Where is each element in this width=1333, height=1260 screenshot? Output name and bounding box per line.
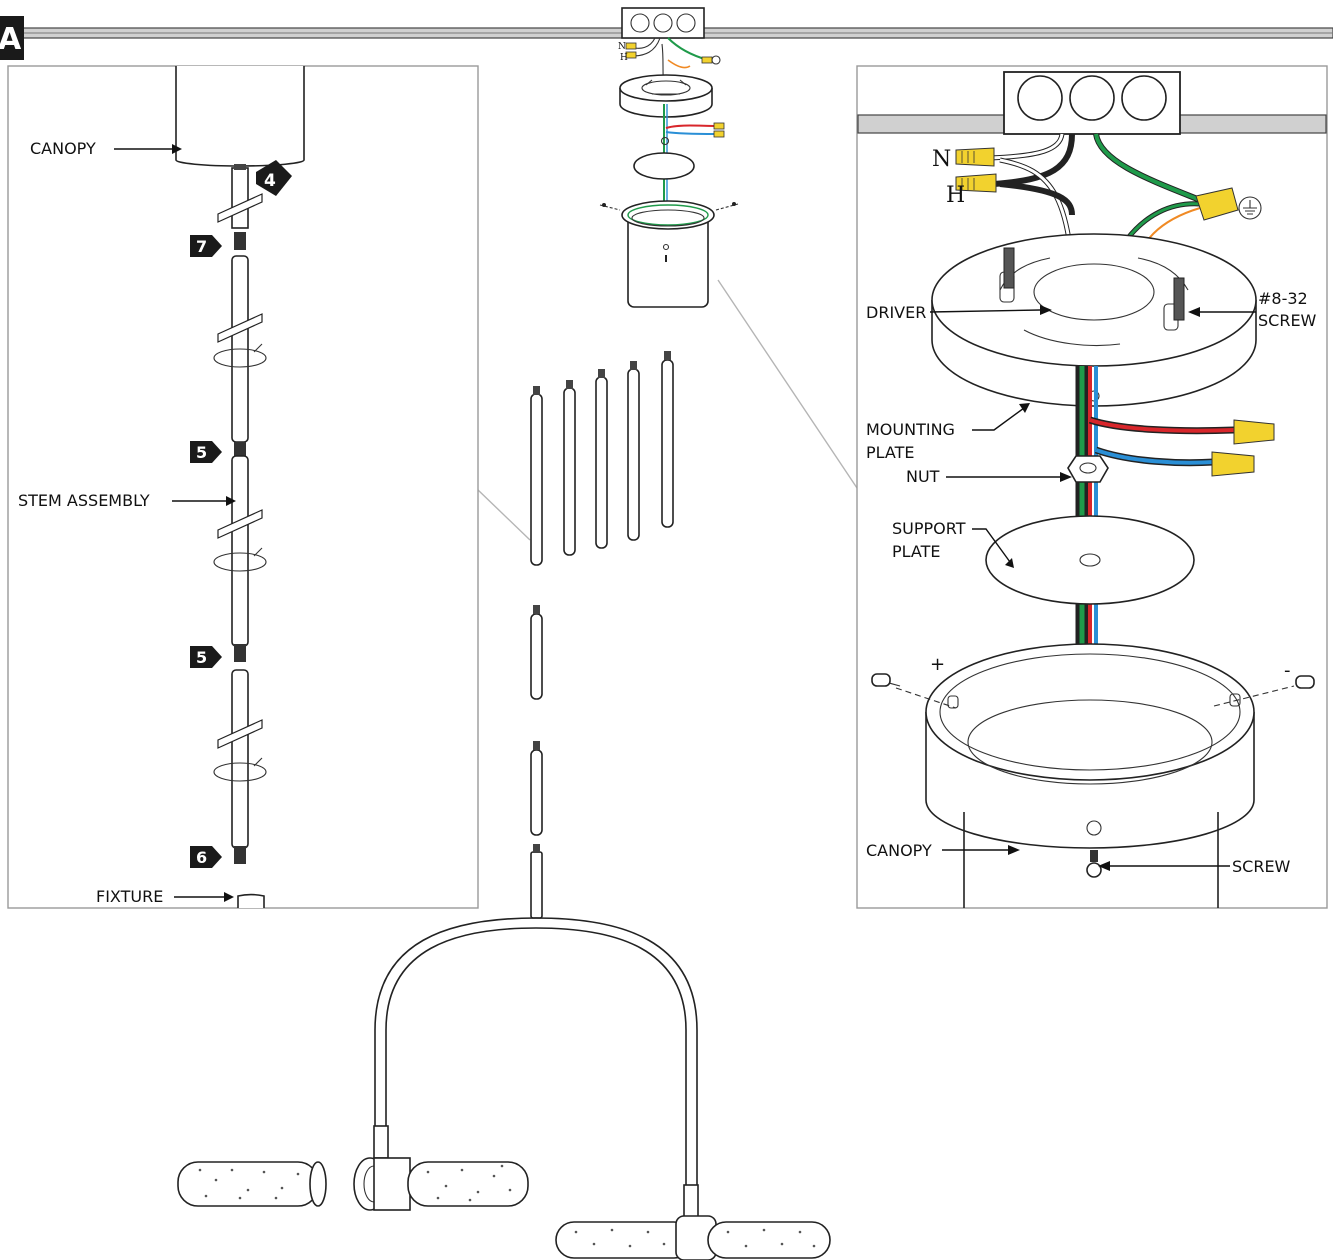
step-4-label: 4 xyxy=(264,171,276,191)
left-stem-assembly-label: STEM ASSEMBLY xyxy=(18,491,150,510)
connector-left xyxy=(476,488,531,541)
mounting-plate-label-line2: PLATE xyxy=(866,443,915,462)
support-plate-label-line1: SUPPORT xyxy=(892,519,966,538)
support-plate-label-line2: PLATE xyxy=(892,542,941,561)
right-minus-label: - xyxy=(1284,660,1291,681)
mini-hot-label: H xyxy=(620,53,628,63)
stem-rods xyxy=(530,351,674,919)
screw-832-label-line1: #8-32 xyxy=(1258,289,1308,308)
right-plus-label: + xyxy=(930,654,945,675)
screw-832-label-line2: SCREW xyxy=(1258,311,1317,330)
figure-letter: A xyxy=(0,22,22,57)
step-7-label: 7 xyxy=(196,237,207,256)
step-5a-label: 5 xyxy=(196,443,207,462)
driver-label: DRIVER xyxy=(866,303,926,322)
junction-box-small xyxy=(621,7,705,39)
step-badge-4: 4 xyxy=(256,160,292,196)
left-canopy-label: CANOPY xyxy=(30,139,96,158)
hot-wire-label: H xyxy=(946,183,965,208)
fixture-drawing xyxy=(177,917,831,1260)
neutral-wire-label: N xyxy=(932,147,951,172)
step-badge-5b: 5 xyxy=(190,646,222,668)
left-inset: 4 7 5 5 6 CANOPY STEM ASSEMBLY FIXTURE xyxy=(7,65,479,909)
step-5b-label: 5 xyxy=(196,648,207,667)
figure-letter-badge: A xyxy=(0,16,24,60)
right-inset: N H xyxy=(856,65,1328,909)
connector-right xyxy=(717,279,858,489)
left-fixture-label: FIXTURE xyxy=(96,887,163,906)
mini-neutral-label: N xyxy=(618,42,626,52)
mini-assembly: N H xyxy=(599,37,739,308)
step-badge-5a: 5 xyxy=(190,441,222,463)
step-badge-7: 7 xyxy=(190,235,222,257)
right-canopy-label: CANOPY xyxy=(866,841,932,860)
mounting-plate-label-line1: MOUNTING xyxy=(866,420,955,439)
step-badge-6: 6 xyxy=(190,846,222,868)
nut-label: NUT xyxy=(906,467,940,486)
step-6-label: 6 xyxy=(196,848,207,867)
right-screw-label: SCREW xyxy=(1232,857,1291,876)
left-stem xyxy=(213,164,267,908)
